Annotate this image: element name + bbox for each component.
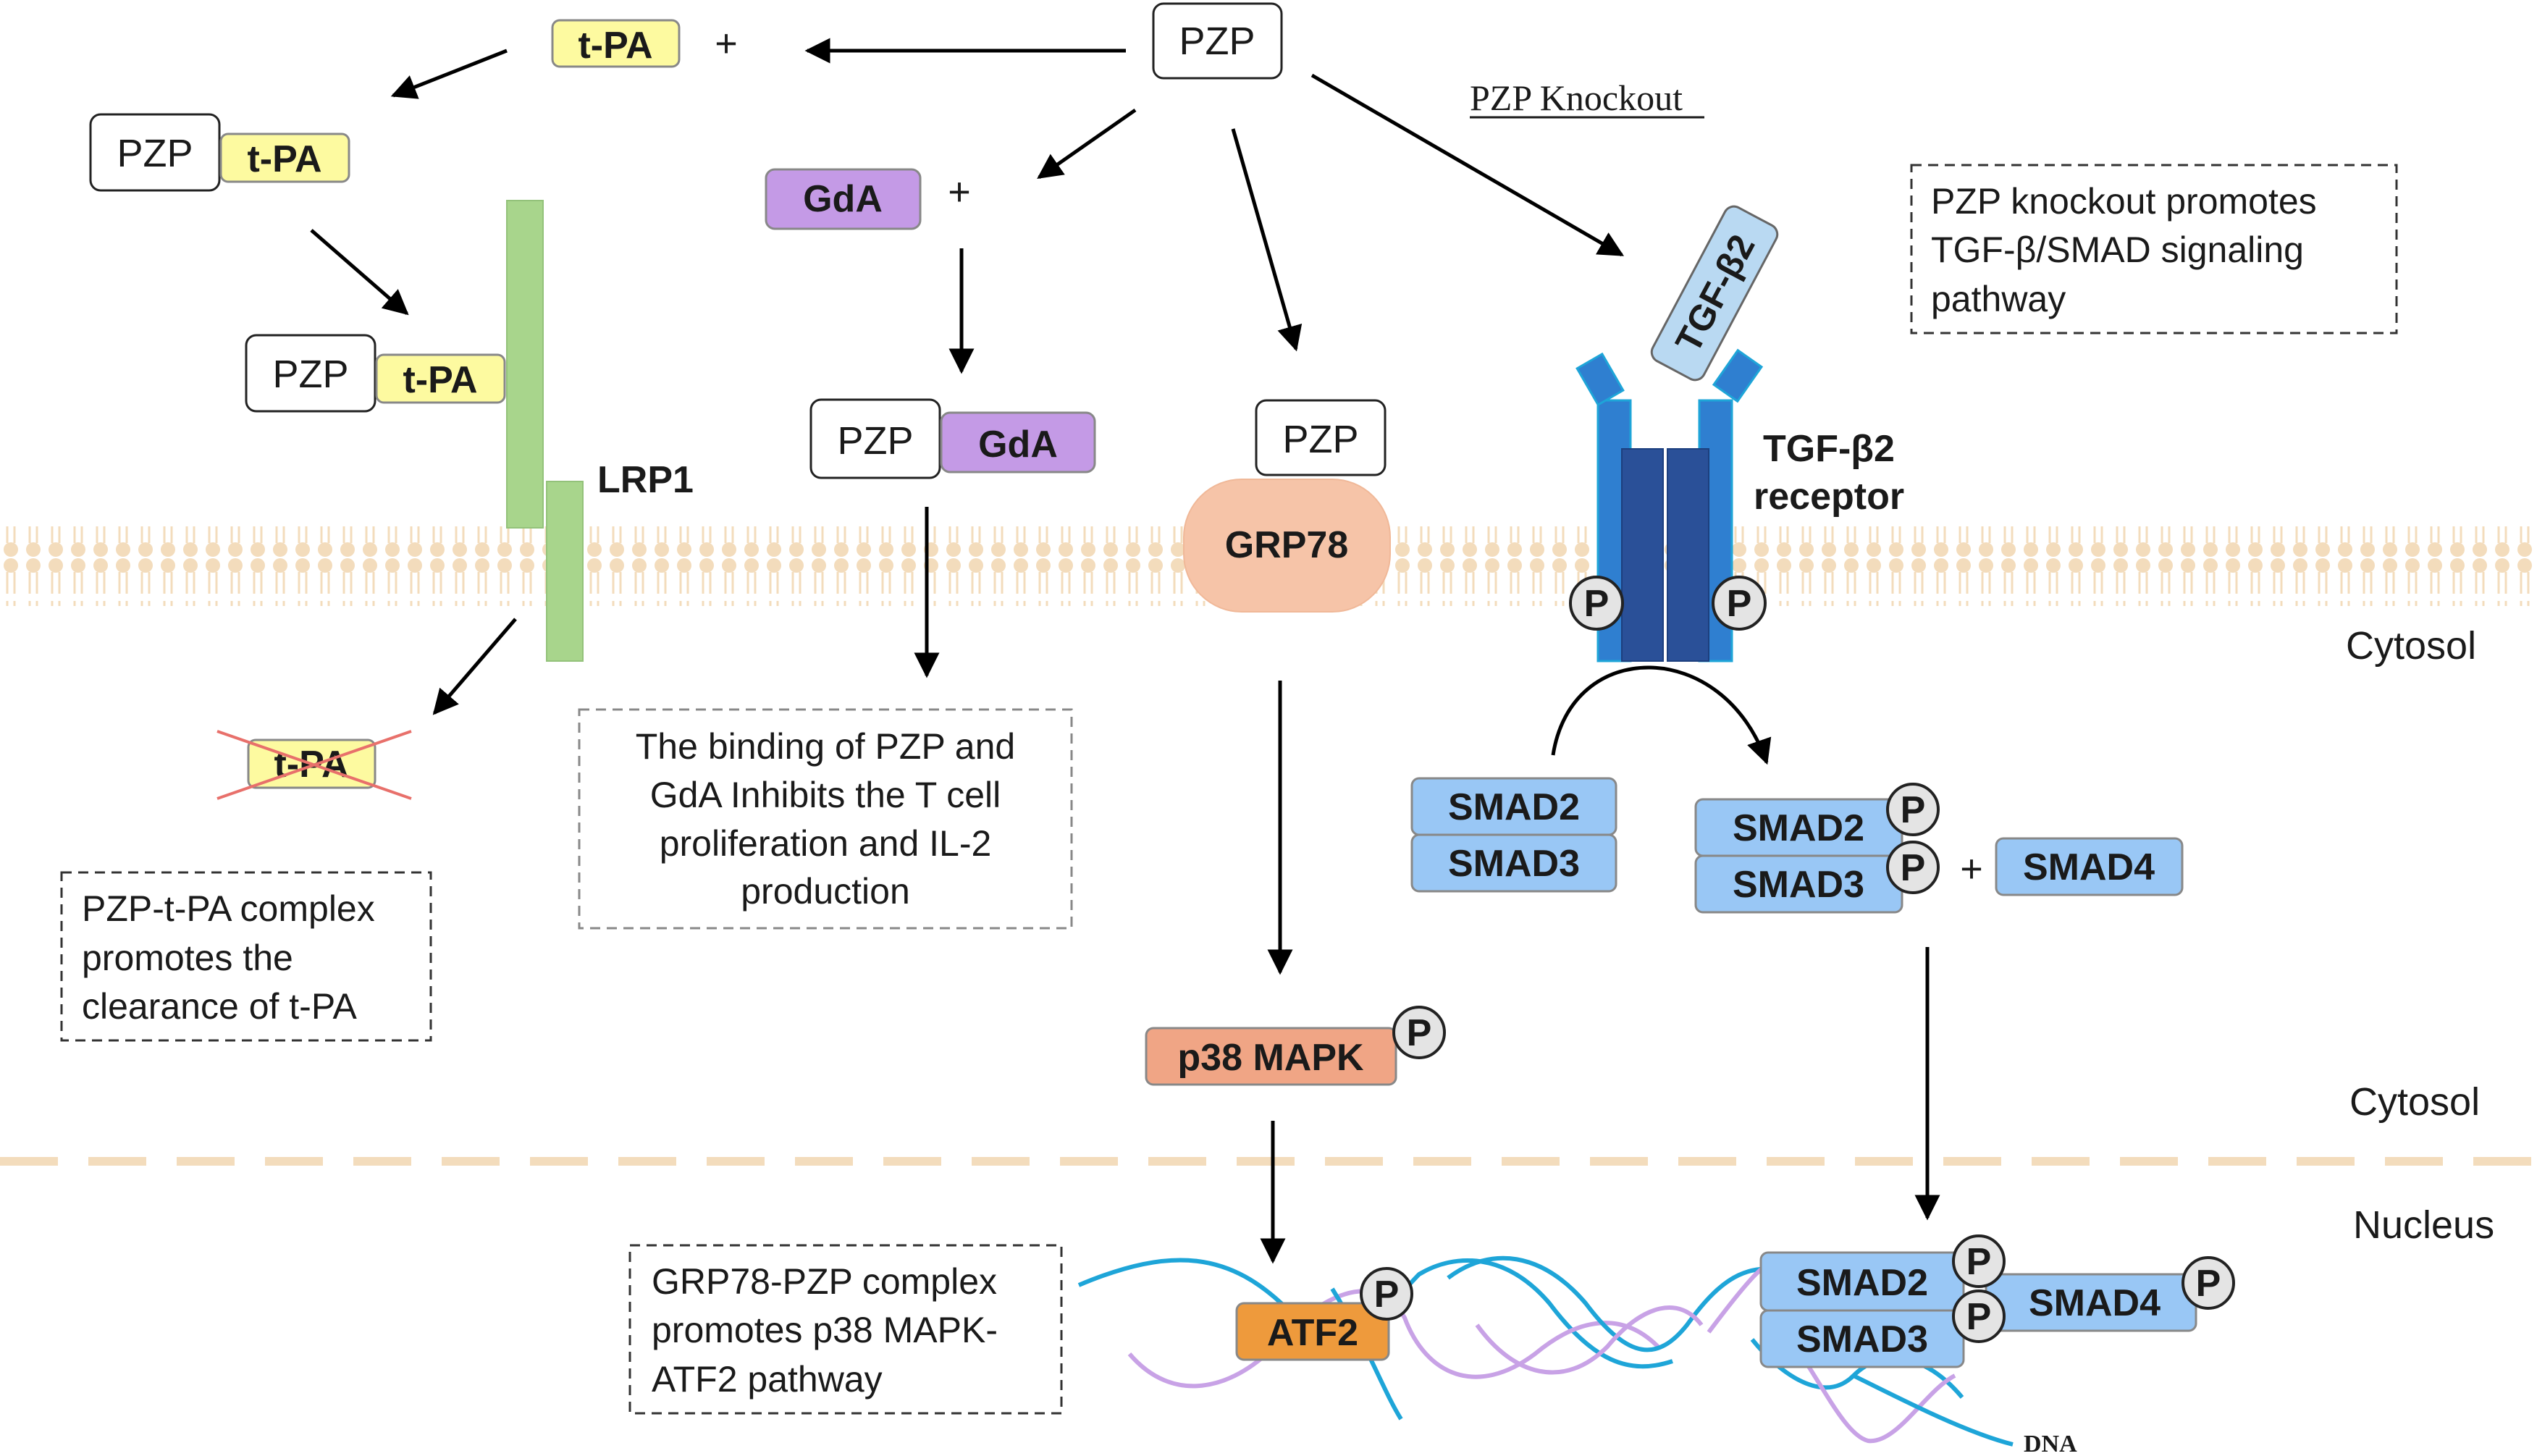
p-circle-receptor-right <box>1712 576 1767 631</box>
pzp-box-top <box>1152 2 1283 80</box>
plus-smad4: + <box>1960 847 1983 891</box>
pzp-knockout-label: PZP Knockout <box>1470 77 1683 118</box>
gda-label-complex: GdA <box>978 424 1058 466</box>
p-label-receptor-left: P <box>1584 583 1610 625</box>
tgfb2-receptor-label-1: TGF-β2 <box>1763 428 1895 470</box>
gda-label-top: GdA <box>803 178 883 220</box>
note-tpa-box <box>60 871 432 1042</box>
p-circle-smad2-phos <box>1886 783 1940 836</box>
note-tpa-line1: PZP-t-PA complex <box>82 888 375 929</box>
note-knockout-line1: PZP knockout promotes <box>1931 181 2317 222</box>
gda-box-complex <box>940 411 1096 474</box>
p-label-smad2-nuc: P <box>1966 1241 1992 1283</box>
plus-gda: + <box>948 170 971 214</box>
p-circle-smad3-phos <box>1886 841 1940 894</box>
atf2-label: ATF2 <box>1267 1312 1358 1354</box>
note-tpa-line3: clearance of t-PA <box>82 986 357 1027</box>
cytosol-label-2: Cytosol <box>2349 1080 2480 1124</box>
tgfb2-ligand: TGF-β2 <box>1650 205 1779 382</box>
nucleus-label: Nucleus <box>2353 1203 2494 1247</box>
grp78-label: GRP78 <box>1225 524 1349 566</box>
p-circle-smad4-nuc <box>2182 1256 2235 1310</box>
smad3-label-phos: SMAD3 <box>1733 864 1864 906</box>
note-knockout-line2: TGF-β/SMAD signaling <box>1931 230 2304 270</box>
note-gda-box <box>578 708 1073 930</box>
p-circle-atf2 <box>1360 1267 1413 1321</box>
note-grp78-line3: ATF2 pathway <box>652 1359 883 1400</box>
atf2-box <box>1235 1302 1390 1361</box>
smad3-box-nuc <box>1759 1309 1965 1368</box>
lrp1-upper <box>506 200 544 529</box>
note-knockout-line3: pathway <box>1931 279 2066 319</box>
pzp-label-c1: PZP <box>117 132 193 175</box>
pzp-label-c2: PZP <box>272 353 348 396</box>
p38-label: p38 MAPK <box>1177 1037 1364 1079</box>
tpa-label-top: t-PA <box>578 25 652 67</box>
p-circle-p38 <box>1392 1006 1446 1059</box>
pzp-label-gda: PZP <box>837 419 913 463</box>
note-grp78-line1: GRP78-PZP complex <box>652 1261 997 1302</box>
note-gda-line4: production <box>741 871 910 912</box>
tpa-label-c2: t-PA <box>403 359 477 401</box>
tpa-label-c1: t-PA <box>247 138 321 180</box>
smad3-box-unphos <box>1410 833 1617 893</box>
note-gda-line3: proliferation and IL-2 <box>660 823 992 864</box>
smad4-label-nuc: SMAD4 <box>2029 1282 2161 1324</box>
gda-box-top <box>765 168 922 230</box>
p-label-smad2-phos: P <box>1901 789 1926 831</box>
pzp-box-c2 <box>245 334 376 413</box>
lrp1-lower <box>546 481 584 662</box>
smad2-label-nuc: SMAD2 <box>1796 1262 1928 1304</box>
smad4-label-cyto: SMAD4 <box>2023 846 2155 888</box>
tpa-box-top <box>551 19 681 68</box>
smad3-label-nuc: SMAD3 <box>1796 1318 1928 1360</box>
smad4-box-cyto <box>1995 837 2184 896</box>
cross-line-2 <box>216 730 412 800</box>
p-label-atf2: P <box>1374 1274 1400 1316</box>
p-label-smad3-phos: P <box>1901 847 1926 889</box>
p38-box <box>1145 1027 1397 1086</box>
pzp-box-grp78 <box>1255 399 1387 476</box>
p-label-smad4-nuc: P <box>2196 1263 2221 1305</box>
tpa-box-c1 <box>219 132 350 183</box>
tgfb2-receptor <box>1575 348 1764 662</box>
smad2-label-phos: SMAD2 <box>1733 807 1864 849</box>
pzp-label-top: PZP <box>1179 20 1255 63</box>
plus-top: + <box>715 22 738 65</box>
note-grp78-box <box>628 1244 1063 1415</box>
note-knockout-box <box>1910 164 2398 334</box>
pzp-label-grp78: PZP <box>1282 418 1358 461</box>
pzp-box-c1 <box>89 113 221 192</box>
grp78-receptor <box>1183 479 1391 613</box>
note-tpa-line2: promotes the <box>82 938 293 978</box>
pzp-box-gda <box>809 398 941 479</box>
lrp1-label: LRP1 <box>597 459 694 501</box>
dna-label: DNA <box>2024 1431 2077 1456</box>
arrows <box>310 38 1940 1264</box>
cytosol-label-1: Cytosol <box>2346 624 2476 668</box>
p-circle-smad2-nuc <box>1952 1234 2006 1288</box>
tgfb2-receptor-label-2: receptor <box>1754 476 1904 518</box>
smad3-label-unphos: SMAD3 <box>1448 843 1580 885</box>
p-circle-smad3-nuc <box>1952 1289 2006 1343</box>
note-grp78-line2: promotes p38 MAPK- <box>652 1310 998 1350</box>
tpa-box-c2 <box>375 353 506 404</box>
p-label-p38: P <box>1407 1012 1432 1054</box>
note-gda-line2: GdA Inhibits the T cell <box>650 775 1001 815</box>
p-label-smad3-nuc: P <box>1966 1296 1992 1338</box>
p-circle-receptor-left <box>1569 576 1624 631</box>
p-label-receptor-right: P <box>1727 583 1752 625</box>
smad2-label-unphos: SMAD2 <box>1448 786 1580 828</box>
note-gda-line1: The binding of PZP and <box>636 726 1015 767</box>
